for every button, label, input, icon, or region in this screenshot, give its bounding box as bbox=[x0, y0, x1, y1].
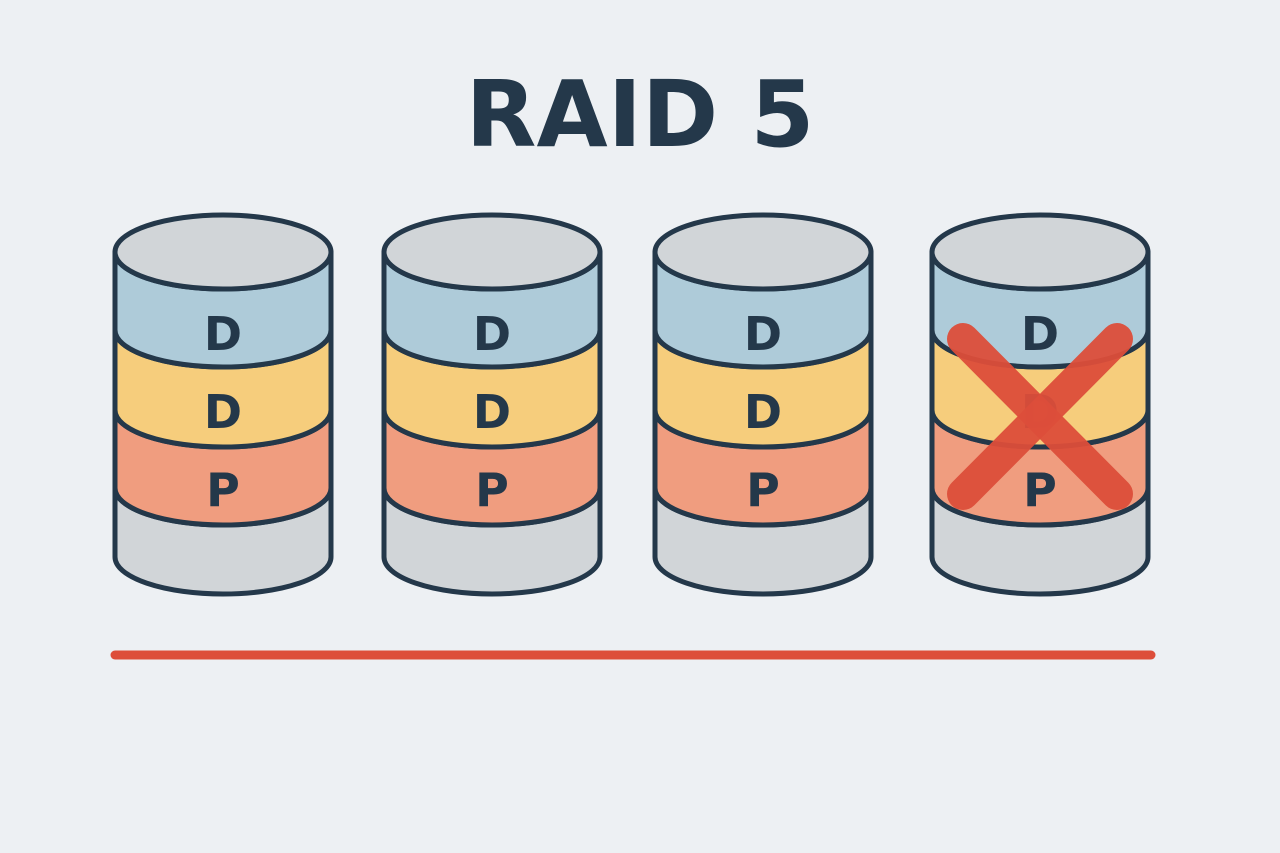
stripe-label: P bbox=[1023, 463, 1057, 517]
disk: DDP bbox=[381, 212, 603, 597]
stripe-label: D bbox=[204, 385, 242, 439]
x-mark-stroke bbox=[947, 323, 1133, 510]
disk: DDP bbox=[652, 212, 874, 597]
stripe-label: D bbox=[1021, 307, 1059, 361]
disk-top bbox=[929, 212, 1151, 292]
stripe-label: D bbox=[473, 307, 511, 361]
disk: DDP bbox=[929, 212, 1151, 597]
stripe-label: D bbox=[744, 385, 782, 439]
stripe-label: P bbox=[475, 463, 509, 517]
stripe-label: P bbox=[206, 463, 240, 517]
stripe-label: P bbox=[746, 463, 780, 517]
x-mark-icon bbox=[947, 323, 1133, 510]
diagram-title: RAID 5 bbox=[466, 61, 815, 168]
stripe-label: D bbox=[473, 385, 511, 439]
stripe-label: D bbox=[204, 307, 242, 361]
disk-array: DDPDDPDDPDDP bbox=[112, 212, 1151, 597]
disk-top bbox=[381, 212, 603, 292]
disk-top bbox=[652, 212, 874, 292]
stripe-label: D bbox=[744, 307, 782, 361]
disk: DDP bbox=[112, 212, 334, 597]
disk-top bbox=[112, 212, 334, 292]
